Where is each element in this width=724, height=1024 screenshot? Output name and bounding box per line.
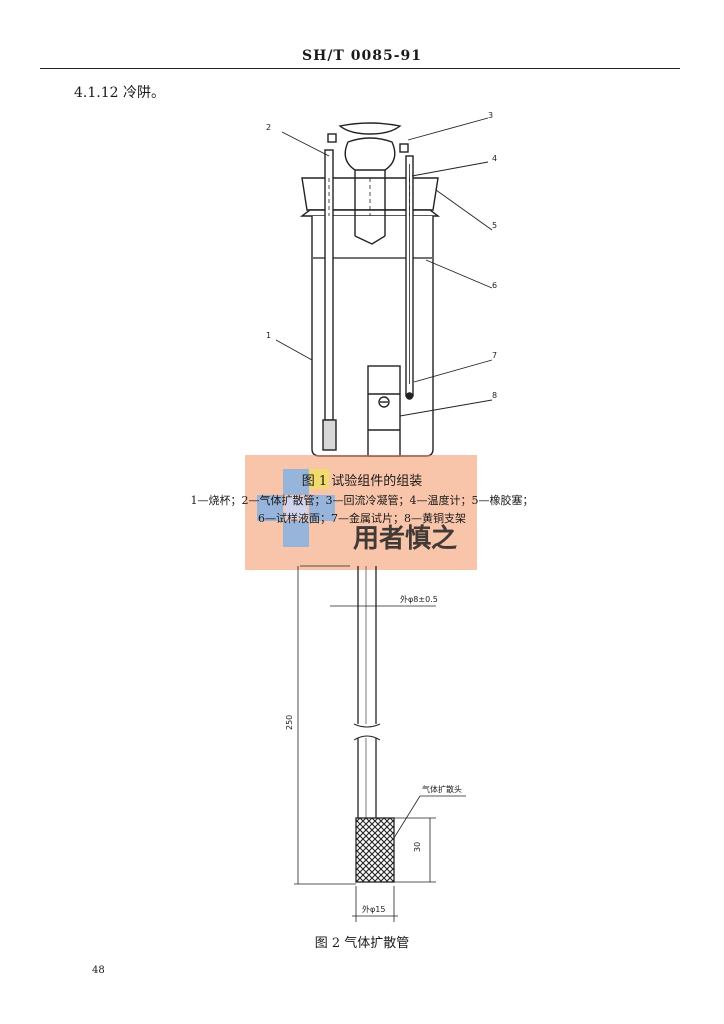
dim-length: 250 [285,715,294,730]
dim-head-diameter: 外φ15 [362,904,385,914]
watermark: 用者慎之 [245,455,477,570]
watermark-text: 用者慎之 [353,523,457,554]
callout-3: 3 [488,111,493,120]
dim-outer-diameter: 外φ8±0.5 [400,594,438,604]
figure-1-caption: 图 1 试验组件的组装 [301,474,423,489]
callout-8: 8 [492,391,497,400]
header-rule [40,68,680,69]
figure-2-caption: 图 2 气体扩散管 [314,936,410,951]
callout-5: 5 [492,221,497,230]
callout-2: 2 [266,123,271,132]
callout-1: 1 [266,331,271,340]
figure-1-legend-line-1: 1—烧杯；2—气体扩散管；3—回流冷凝管；4—温度计；5—橡胶塞； [190,494,534,507]
section-label: 4.1.12 冷阱。 [74,85,165,101]
label-diffusion-head: 气体扩散头 [422,784,462,794]
callout-6: 6 [492,281,497,290]
page-number: 48 [92,965,105,976]
watermark-logo-icon: 用者慎之 [257,469,457,554]
callout-7: 7 [492,351,497,360]
figure-1-legend-line-2: 6—试样液面；7—金属试片；8—黄铜支架 [258,512,466,525]
dim-head-height: 30 [413,842,422,852]
callout-4: 4 [492,154,497,163]
document-code: SH/T 0085-91 [301,48,422,64]
figure-1-assembly-drawing: 2 3 4 5 6 1 7 8 [266,111,497,457]
figure-2-diffusion-tube-drawing: 外φ8±0.5 250 气体扩散头 30 外φ15 [285,565,466,922]
